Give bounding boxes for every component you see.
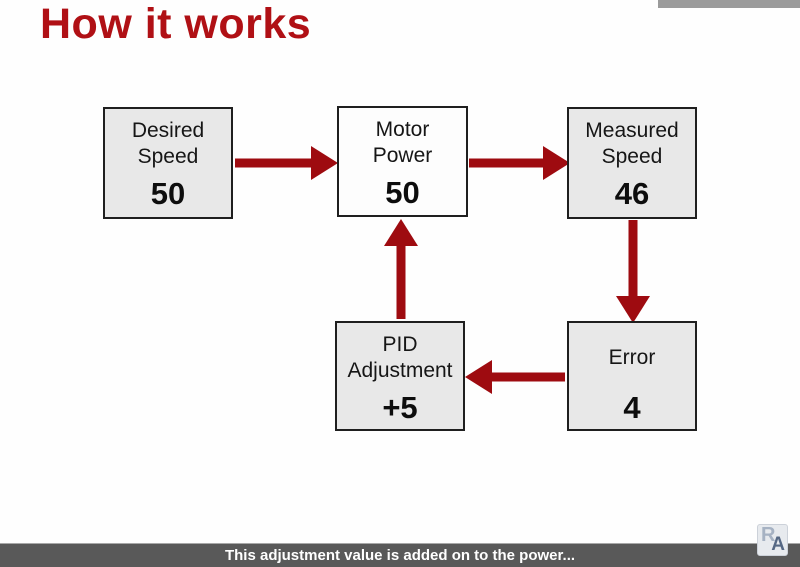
box-error: Error 4 — [567, 321, 697, 431]
ra-logo: R A — [757, 524, 788, 556]
box-label: Error — [608, 346, 656, 369]
box-pid-adjustment: PID Adjustment +5 — [335, 321, 465, 431]
box-label: PID Adjustment — [347, 333, 453, 382]
caption-text: This adjustment value is added on to the… — [224, 547, 576, 564]
page-title: How it works — [40, 0, 312, 48]
caption-bar: This adjustment value is added on to the… — [0, 543, 800, 567]
box-desired-speed: Desired Speed 50 — [103, 107, 233, 219]
box-label: Measured Speed — [585, 119, 679, 168]
box-label: Desired Speed — [131, 119, 205, 168]
box-value: 4 — [623, 390, 641, 425]
arrow-error-to-pid — [465, 360, 565, 394]
box-value: +5 — [382, 390, 418, 425]
box-measured-speed: Measured Speed 46 — [567, 107, 697, 219]
box-value: 46 — [614, 176, 650, 211]
box-value: 50 — [150, 176, 186, 211]
arrow-desired-to-motor — [235, 146, 338, 180]
arrow-pid-to-motor — [384, 219, 418, 319]
arrow-motor-to-measured — [469, 146, 570, 180]
top-right-strip — [658, 0, 800, 8]
box-label: Motor Power — [372, 118, 433, 167]
box-value: 50 — [385, 175, 420, 210]
logo-letter-r: R — [761, 524, 776, 546]
logo-letter-a: A — [771, 534, 785, 555]
box-motor-power: Motor Power 50 — [337, 106, 468, 217]
arrow-measured-to-error — [616, 220, 650, 323]
